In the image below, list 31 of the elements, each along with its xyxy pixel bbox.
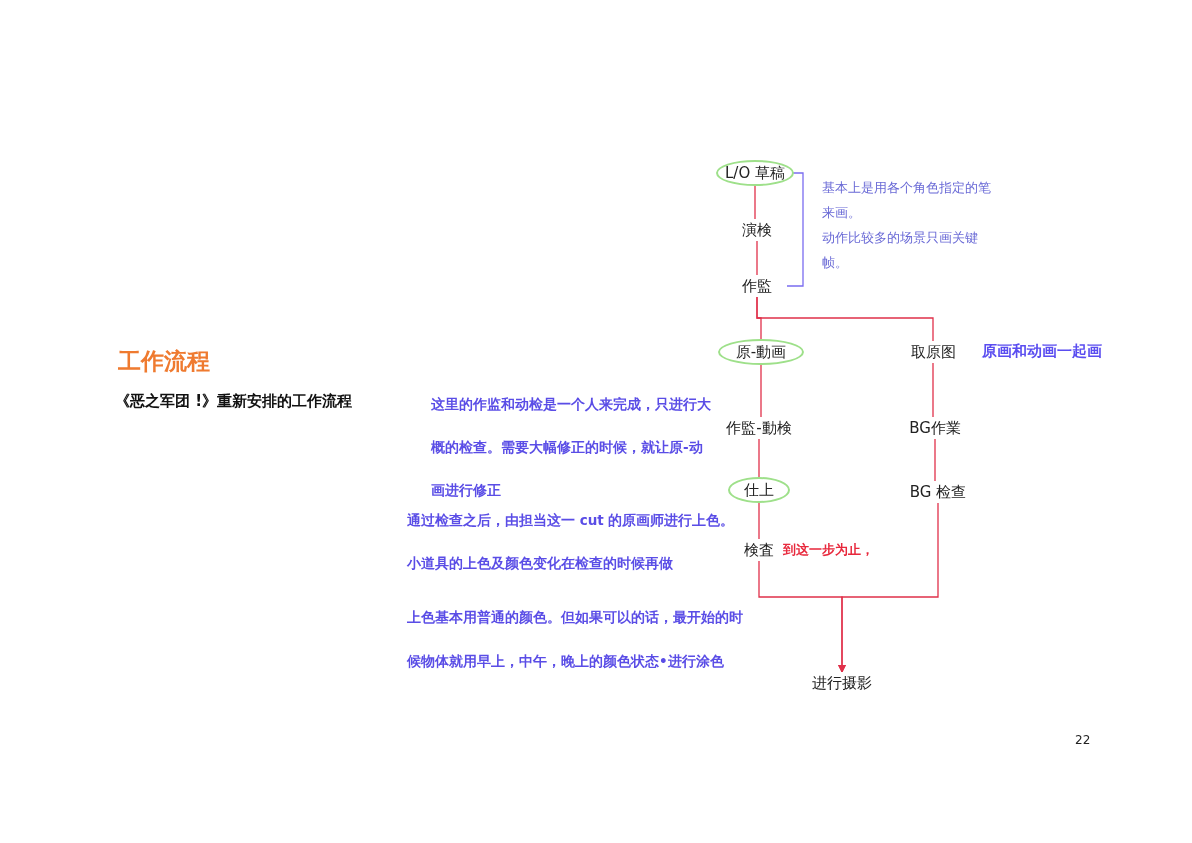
connector-line	[758, 438, 760, 478]
note-text: 这里的作监和动检是一个人来完成，只进行大概的检查。需要大幅修正的时候，就让原-动画进行修正	[431, 395, 711, 500]
note-text: 动作比较多的场景只画关键帧。	[822, 229, 979, 272]
page-number: 22	[1075, 732, 1092, 749]
step-text: 原-動画	[735, 342, 787, 362]
connector-line	[838, 502, 939, 673]
step-text: BG作業	[909, 418, 961, 438]
note-text: 小道具的上色及颜色变化在检查的时候再做	[407, 554, 674, 573]
connector-line	[754, 185, 756, 220]
step-text: 进行摄影	[812, 673, 872, 693]
step-text: 作監-動検	[726, 418, 792, 438]
connector-line	[758, 502, 760, 540]
step-text: 演検	[742, 220, 772, 240]
step-text: 作監	[742, 276, 772, 296]
note-text: 基本上是用各个角色指定的笔来画。	[822, 179, 992, 222]
note-text: 《恶之军团 !》重新安排的工作流程	[115, 391, 354, 411]
step-text: L/O 草稿	[725, 163, 785, 183]
note-text: 原画和动画一起画	[982, 341, 1103, 362]
connector-line	[932, 362, 934, 418]
connector-line	[756, 240, 758, 276]
page-title: 工作流程	[118, 347, 210, 376]
step-text: BG 检查	[909, 482, 967, 502]
connector-line	[934, 438, 936, 482]
connector-line	[756, 296, 934, 342]
ellipse-node	[728, 477, 790, 503]
note-text: 上色基本用普通的颜色。但如果可以的话，最开始的时候物体就用早上，中午，晚上的颜色状态•进行涂色	[407, 608, 744, 671]
step-text: 取原图	[910, 342, 956, 362]
step-text: 仕上	[744, 480, 774, 500]
note-text: 通过检查之后，由担当这一 cut 的原画师进行上色。	[407, 511, 736, 530]
connector-line	[760, 364, 762, 418]
step-text: 検査	[744, 540, 774, 560]
